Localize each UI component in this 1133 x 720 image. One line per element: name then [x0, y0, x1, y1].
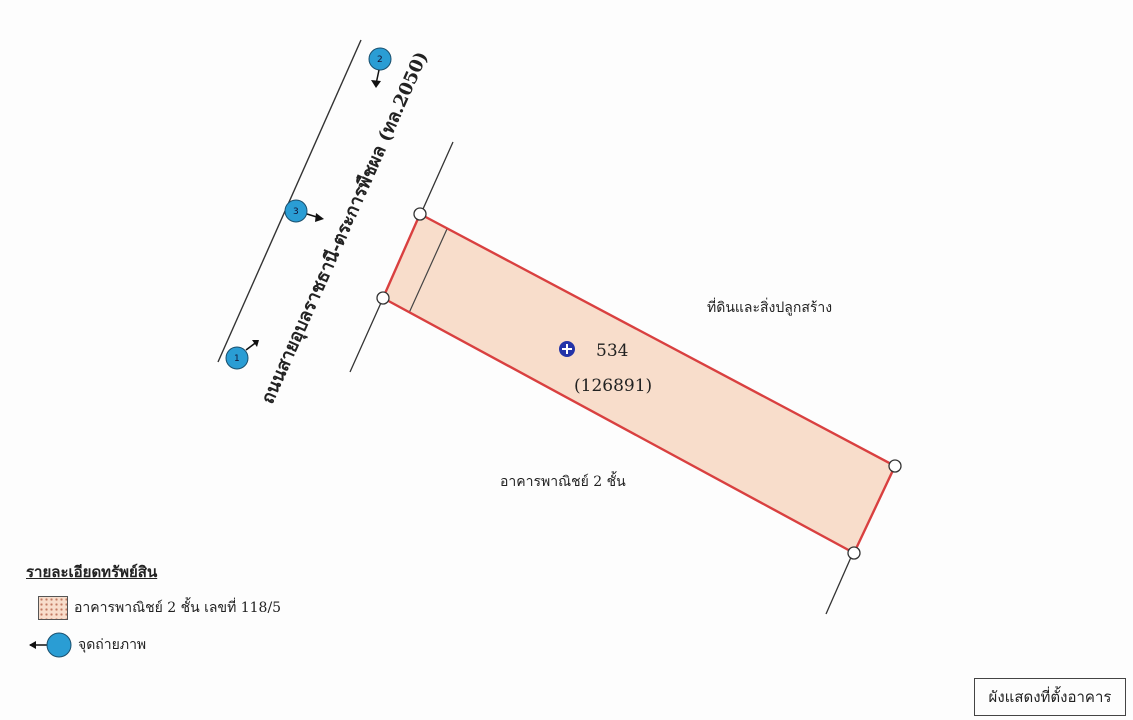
- legend-building-label: อาคารพาณิชย์ 2 ชั้น เลขที่ 118/5: [74, 600, 282, 616]
- svg-text:2: 2: [377, 55, 383, 65]
- map-title: ผังแสดงที่ตั้งอาคาร: [988, 688, 1112, 706]
- legend: รายละเอียดทรัพย์สิน อาคารพาณิชย์ 2 ชั้น …: [26, 560, 281, 670]
- building-label: อาคารพาณิชย์ 2 ชั้น: [500, 471, 626, 490]
- photo-point-1[interactable]: 1: [225, 340, 259, 370]
- parcel-number: 534: [596, 341, 628, 361]
- photo-point-icon: [29, 632, 72, 658]
- photo-point-2[interactable]: 2: [368, 47, 392, 88]
- land-label: ที่ดินและสิ่งปลูกสร้าง: [707, 298, 832, 316]
- road-name: ถนนสายอุบลราชธานี-ตระการพืชผล (ทล.2050): [257, 48, 433, 407]
- legend-photo-row: จุดถ่ายภาพ: [26, 630, 281, 660]
- legend-photo-label: จุดถ่ายภาพ: [78, 637, 147, 653]
- corner-peg: [376, 291, 390, 305]
- svg-text:1: 1: [234, 354, 240, 364]
- parcel-area: [383, 214, 895, 553]
- building-swatch-icon: [38, 596, 68, 620]
- setback-line: [408, 228, 448, 314]
- corner-peg: [847, 546, 861, 560]
- corner-peg: [413, 207, 427, 221]
- parcel-center-icon: [559, 341, 575, 357]
- legend-title: รายละเอียดทรัพย์สิน: [26, 563, 158, 581]
- map-title-box: ผังแสดงที่ตั้งอาคาร: [974, 678, 1126, 716]
- parcel-deed: (126891): [574, 376, 652, 396]
- svg-text:3: 3: [293, 207, 299, 217]
- photo-point-3[interactable]: 3: [284, 199, 324, 223]
- road-line: [217, 39, 362, 363]
- legend-building-row: อาคารพาณิชย์ 2 ชั้น เลขที่ 118/5: [26, 596, 281, 620]
- corner-peg: [888, 459, 902, 473]
